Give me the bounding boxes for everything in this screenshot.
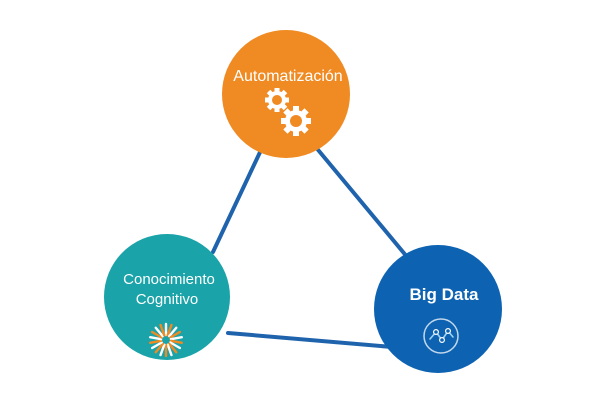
node-cognitive-label-line2: Cognitivo xyxy=(136,291,199,308)
edge-automation-bigdata xyxy=(312,143,410,260)
starburst-icon xyxy=(149,322,183,358)
node-bigdata-label: Big Data xyxy=(410,285,480,304)
edge-automation-cognitive xyxy=(211,146,264,254)
node-bigdata-circle xyxy=(374,245,502,373)
node-cognitive-label-line1: Conocimiento xyxy=(123,271,215,288)
node-automation: Automatización xyxy=(222,30,350,158)
edge-cognitive-bigdata xyxy=(226,331,394,349)
data-graph-icon xyxy=(423,318,459,354)
gears-icon xyxy=(265,88,311,136)
node-bigdata: Big Data xyxy=(374,245,502,373)
node-automation-label: Automatización xyxy=(233,68,342,85)
node-cognitive-circle xyxy=(104,234,230,360)
diagram-edges xyxy=(211,143,410,349)
node-cognitive: Conocimiento Cognitivo xyxy=(104,234,230,360)
